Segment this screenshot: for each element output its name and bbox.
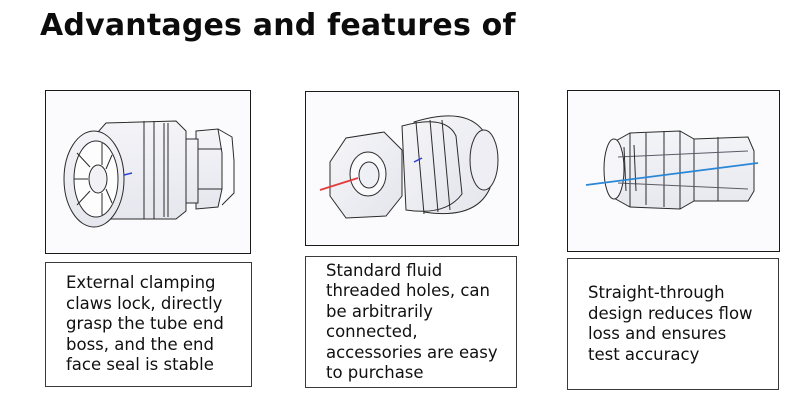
threaded-connector-image: [305, 91, 519, 246]
clamping-description: External clamping claws lock, directly g…: [45, 262, 252, 387]
clamp-connector-drawing: [63, 120, 235, 228]
clamp-connector-image: [45, 90, 251, 254]
threaded-connector-drawing: [319, 115, 499, 219]
page-title: Advantages and features of: [40, 8, 516, 43]
straight-through-connector-drawing: [585, 130, 759, 210]
straight-through-connector-image: [567, 90, 780, 252]
clamping-text: External clamping claws lock, directly g…: [66, 273, 224, 375]
straight-through-text: Straight-through design reduces flow los…: [588, 283, 753, 364]
straight-through-description: Straight-through design reduces flow los…: [567, 258, 779, 390]
threaded-text: Standard fluid threaded holes, can be ar…: [326, 260, 498, 383]
threaded-description: Standard fluid threaded holes, can be ar…: [305, 256, 517, 388]
